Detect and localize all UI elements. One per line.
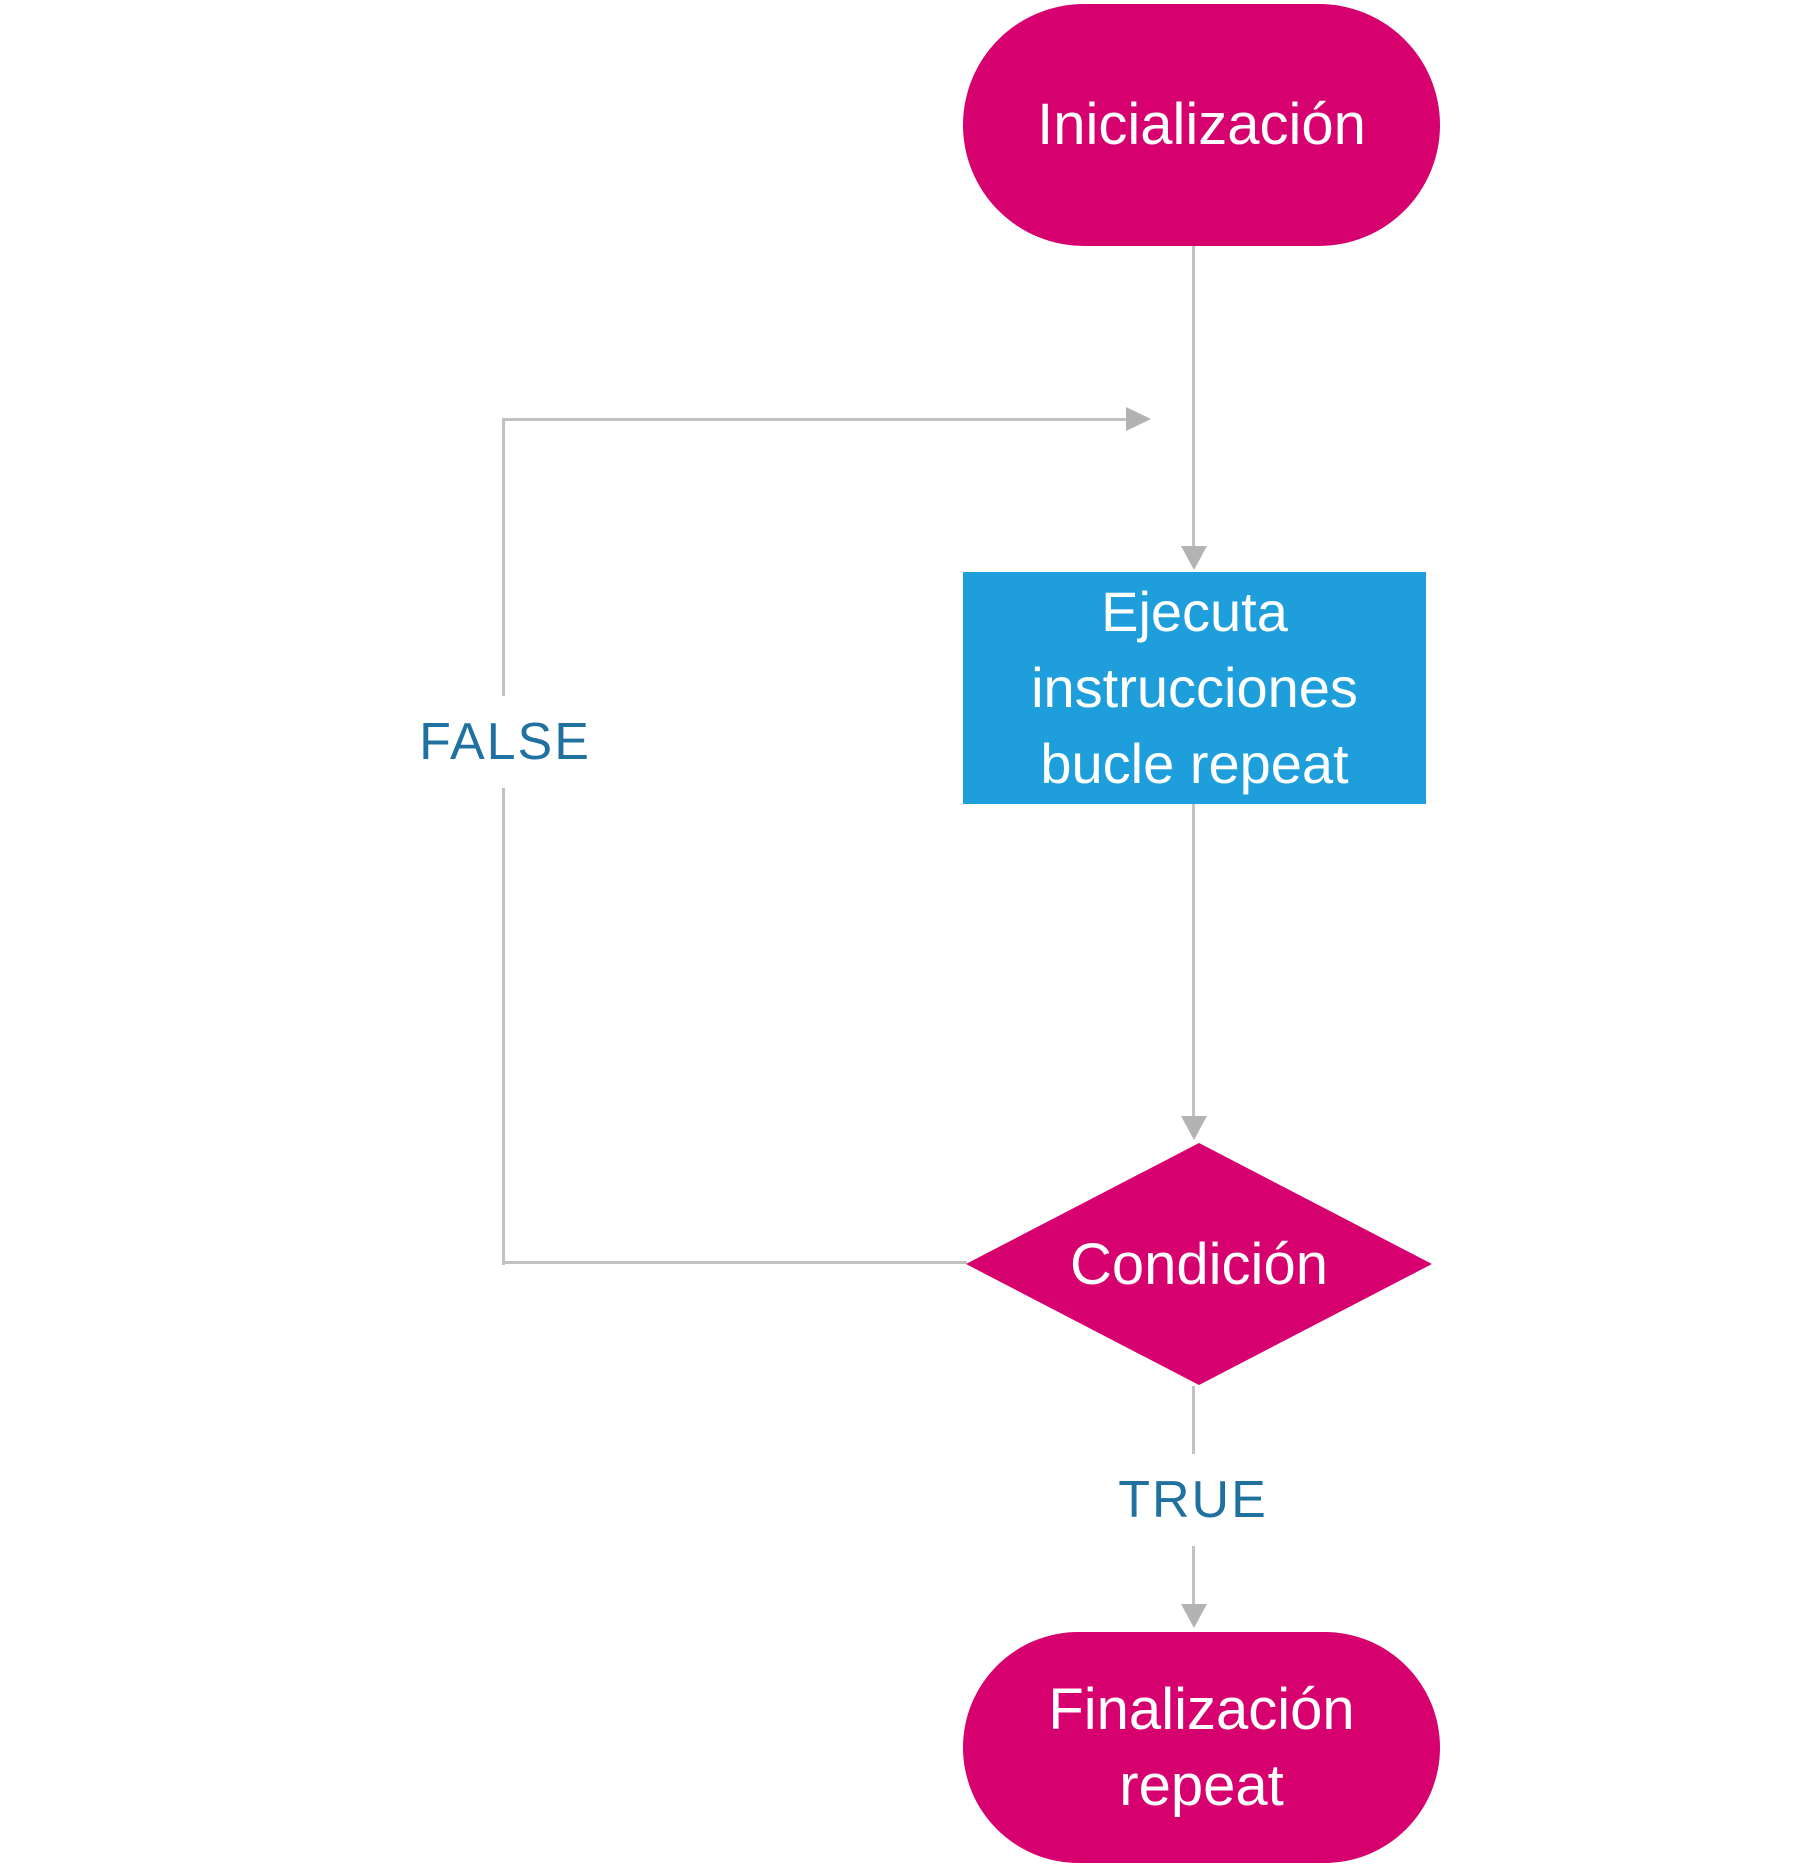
arrowhead-into-decision (1181, 1116, 1207, 1140)
connector-start-to-process (1192, 246, 1195, 546)
loop-line-bottom (504, 1261, 967, 1264)
loop-line-top (504, 418, 1126, 421)
arrowhead-into-end (1181, 1604, 1207, 1628)
process-node-label-line1: Ejecuta (1101, 580, 1288, 643)
arrowhead-loop-reentry (1126, 407, 1151, 431)
loop-line-vertical (502, 418, 505, 1265)
start-node: Inicialización (963, 4, 1440, 246)
end-node-label-line1: Finalización (1048, 1676, 1355, 1742)
true-branch-label: TRUE (1112, 1454, 1274, 1546)
decision-node: Condición (966, 1143, 1432, 1385)
arrowhead-into-process (1181, 546, 1207, 570)
end-node-label-line2: repeat (1119, 1752, 1284, 1818)
decision-node-label: Condición (1070, 1231, 1328, 1297)
process-node-label-line3: bucle repeat (1040, 732, 1349, 795)
process-node: Ejecuta instrucciones bucle repeat (963, 572, 1426, 804)
start-node-label: Inicialización (1037, 92, 1366, 157)
process-node-label-line2: instrucciones (1031, 656, 1358, 719)
connector-process-to-decision (1192, 804, 1195, 1116)
false-branch-label: FALSE (413, 696, 597, 788)
end-node: Finalización repeat (963, 1632, 1440, 1863)
